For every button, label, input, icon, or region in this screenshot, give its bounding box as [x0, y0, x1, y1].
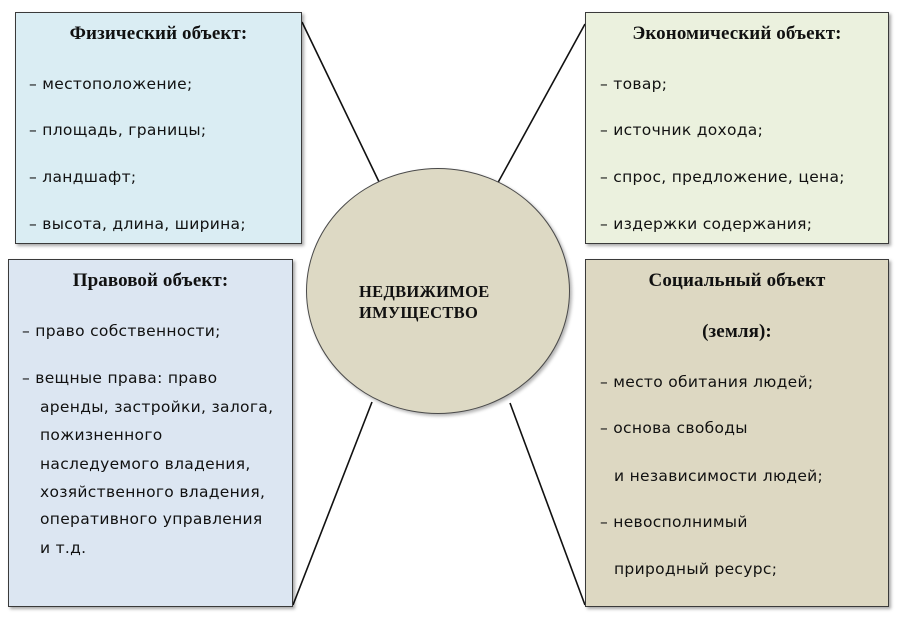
economic-object-title: Экономический объект:: [632, 23, 842, 44]
physical-item-area: – площадь, границы;: [29, 121, 207, 139]
legal-item-continuation: хозяйственного владения,: [40, 483, 266, 501]
social-item-freedom: – основа свободы: [600, 419, 748, 437]
physical-object-box: Физический объект: – местоположение; – п…: [15, 12, 302, 244]
economic-item-demand: – спрос, предложение, цена;: [600, 168, 845, 186]
connector-social: [509, 402, 586, 606]
center-ellipse: НЕДВИЖИМОЕ ИМУЩЕСТВО: [306, 168, 570, 414]
legal-object-title: Правовой объект:: [72, 270, 229, 291]
social-object-title: Социальный объект: [648, 270, 826, 291]
social-item-resource: – невосполнимый: [600, 513, 748, 531]
connector-legal: [292, 401, 373, 606]
physical-item-location: – местоположение;: [29, 75, 193, 93]
legal-item-continuation: оперативного управления: [40, 510, 263, 528]
legal-item-continuation: и т.д.: [40, 539, 87, 557]
legal-item-continuation: пожизненного: [40, 426, 163, 444]
legal-item-continuation: аренды, застройки, залога,: [40, 398, 274, 416]
physical-item-landscape: – ландшафт;: [29, 168, 137, 186]
center-label-line2: ИМУЩЕСТВО: [359, 303, 479, 322]
economic-item-costs: – издержки содержания;: [600, 215, 813, 233]
economic-item-income: – источник дохода;: [600, 121, 764, 139]
social-item-habitat: – место обитания людей;: [600, 373, 814, 391]
legal-item-property-rights: – вещные права: право: [22, 369, 218, 387]
connector-physical: [301, 21, 382, 187]
center-label-line1: НЕДВИЖИМОЕ: [359, 282, 490, 301]
social-object-subtitle: (земля):: [702, 321, 772, 342]
economic-item-goods: – товар;: [600, 75, 668, 93]
economic-object-box: Экономический объект: – товар; – источни…: [585, 12, 889, 244]
physical-item-dimensions: – высота, длина, ширина;: [29, 215, 246, 233]
legal-item-ownership: – право собственности;: [22, 322, 221, 340]
center-label: НЕДВИЖИМОЕ ИМУЩЕСТВО: [359, 281, 490, 323]
physical-object-title: Физический объект:: [69, 23, 248, 44]
social-object-box: Социальный объект (земля): – место обита…: [585, 259, 889, 607]
social-item-continuation: и независимости людей;: [614, 467, 824, 485]
legal-object-box: Правовой объект: – право собственности; …: [8, 259, 293, 607]
connector-economic: [494, 23, 586, 189]
legal-item-continuation: наследуемого владения,: [40, 455, 251, 473]
social-item-continuation: природный ресурс;: [614, 560, 778, 578]
